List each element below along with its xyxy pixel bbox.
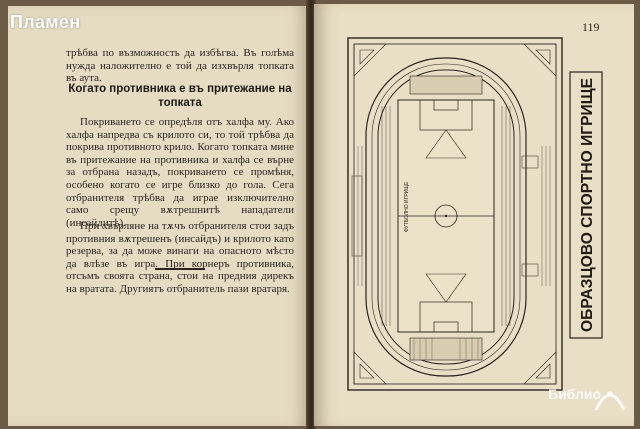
- diagram-title: ОБРАЗЦОВО СПОРТНО ИГРИЩЕ: [579, 78, 596, 332]
- paragraph-2: При хвърляне на тѫчъ отбранителя стои за…: [66, 220, 294, 295]
- center-circle: [434, 204, 458, 228]
- goal-area-bottom: [433, 321, 459, 333]
- running-track-outer: [365, 57, 527, 377]
- brand-watermark: Пламен: [10, 12, 81, 32]
- throw-sector-top: [425, 129, 467, 159]
- page-number: 119: [582, 20, 600, 34]
- side-structures: [351, 155, 539, 277]
- goal-area-top: [433, 99, 459, 111]
- book-gutter: [306, 0, 316, 429]
- sprint-lanes: [381, 106, 511, 326]
- throw-sector-bottom: [425, 273, 467, 303]
- corner-ornaments: [353, 43, 557, 385]
- running-track-lane: [371, 63, 521, 371]
- left-page: [8, 6, 310, 426]
- intro-text: трѣбва по възможность да избѣгва. Въ гол…: [66, 47, 294, 85]
- outer-frame: [347, 37, 563, 391]
- bibliotheca-logo: [594, 391, 626, 411]
- paragraph-1: Покриването се опредѣля отъ халфа му. Ак…: [66, 116, 294, 229]
- pavilion-top: [409, 75, 483, 95]
- inner-frame: [353, 43, 557, 385]
- logo-text: Библио: [548, 386, 602, 402]
- section-divider: [155, 268, 205, 270]
- center-spot: [444, 214, 448, 218]
- pavilion-hatch: [413, 338, 479, 360]
- section-heading: Когато противника е въ притежание на топ…: [68, 83, 292, 109]
- stands-hatching: [357, 146, 551, 286]
- stadium-diagram: ФУТБОЛНО ИГРИЩЕ: [347, 37, 563, 391]
- running-track-inner: [377, 69, 515, 365]
- vertical-title-box: ОБРАЗЦОВО СПОРТНО ИГРИЩЕ: [569, 71, 603, 339]
- field-label: ФУТБОЛНО ИГРИЩЕ: [404, 181, 410, 232]
- pavilion-bottom: [409, 337, 483, 361]
